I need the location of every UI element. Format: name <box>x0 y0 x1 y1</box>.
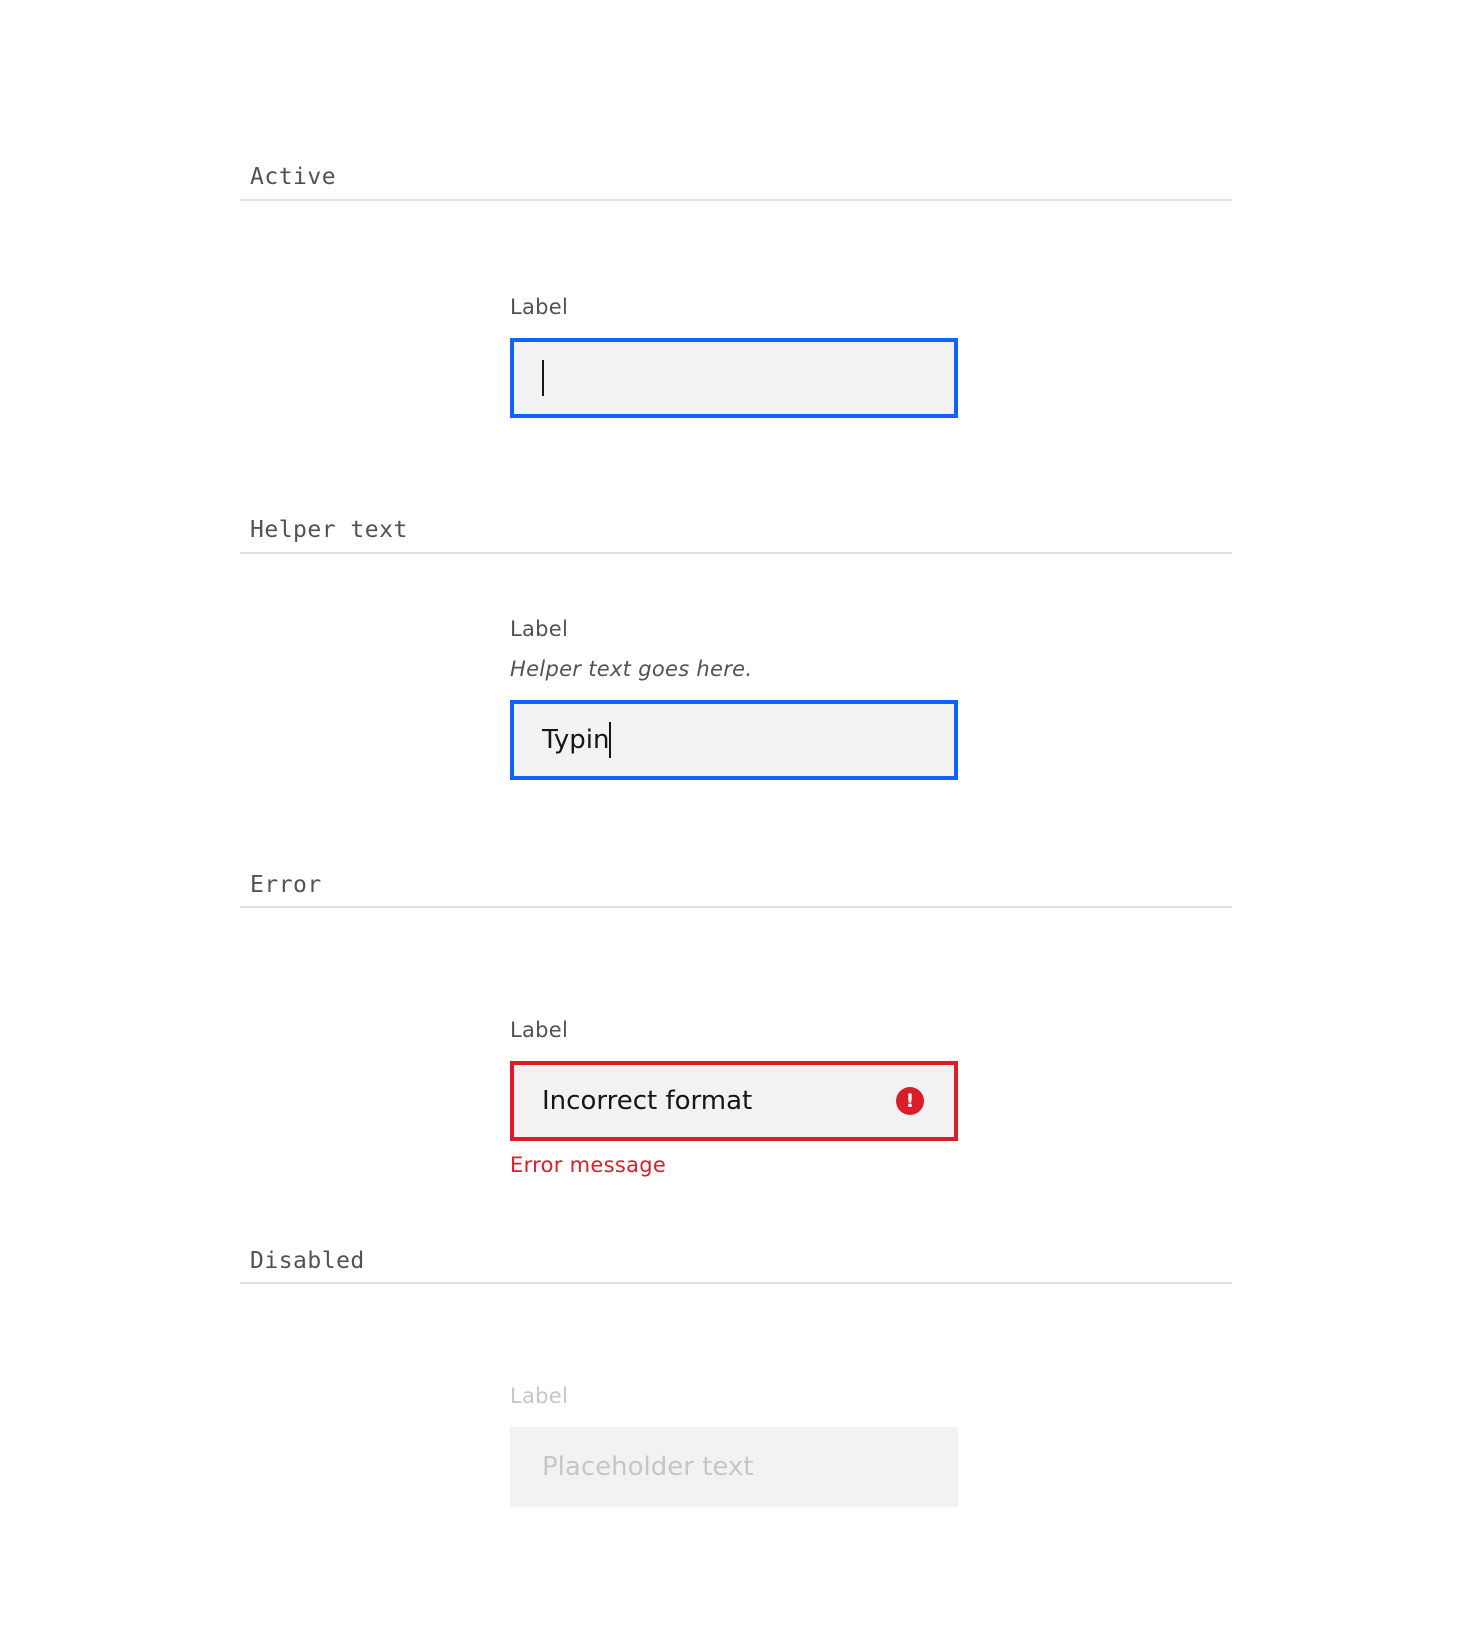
text-input-error[interactable]: Incorrect format ! <box>510 1061 958 1141</box>
field-label: Label <box>510 1384 569 1408</box>
text-input-helper[interactable]: Typin <box>510 700 958 780</box>
section-divider <box>240 552 1232 554</box>
error-message: Error message <box>510 1153 667 1177</box>
field-label: Label <box>510 1018 569 1042</box>
input-value: Typin <box>542 725 610 755</box>
text-input-disabled: Placeholder text <box>510 1427 958 1507</box>
section-divider <box>240 906 1232 908</box>
error-filled-icon: ! <box>896 1087 924 1115</box>
text-input-active[interactable] <box>510 338 958 418</box>
helper-text: Helper text goes here. <box>510 657 753 681</box>
field-label: Label <box>510 617 569 641</box>
section-divider <box>240 199 1232 201</box>
text-cursor <box>609 722 612 758</box>
section-title-disabled: Disabled <box>250 1248 365 1274</box>
section-title-active: Active <box>250 164 337 190</box>
input-placeholder: Placeholder text <box>542 1452 754 1482</box>
section-title-helper-text: Helper text <box>250 517 408 543</box>
input-value: Incorrect format <box>542 1086 753 1116</box>
text-cursor <box>542 360 544 396</box>
section-title-error: Error <box>250 872 322 898</box>
field-label: Label <box>510 295 569 319</box>
section-divider <box>240 1282 1232 1284</box>
